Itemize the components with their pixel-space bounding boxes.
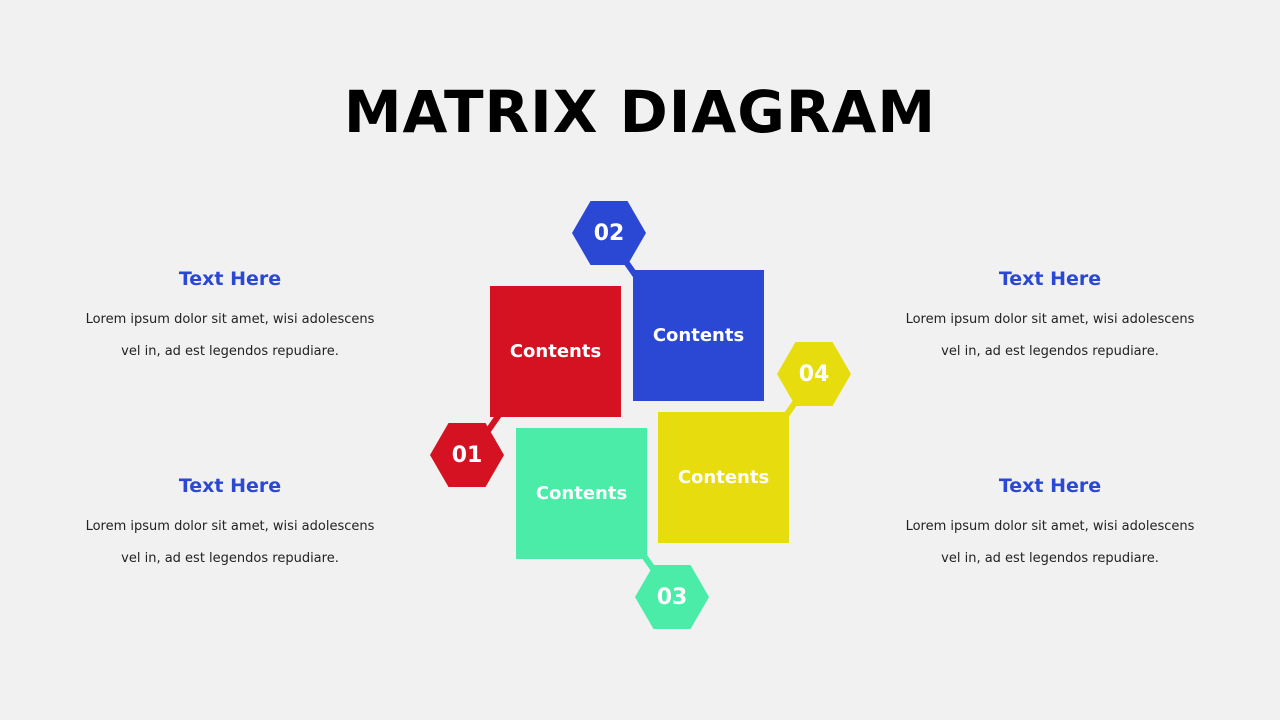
- text-block-body: Lorem ipsum dolor sit amet, wisi adolesc…: [85, 312, 375, 359]
- matrix-tile-02: Contents: [633, 270, 764, 401]
- matrix-tile-label: Contents: [509, 341, 602, 362]
- text-block-heading: Text Here: [178, 268, 282, 290]
- text-block-top-left: Text Here Lorem ipsum dolor sit amet, wi…: [80, 266, 380, 368]
- text-block-bottom-left: Text Here Lorem ipsum dolor sit amet, wi…: [80, 473, 380, 575]
- matrix-tile-01: Contents: [490, 286, 621, 417]
- text-block-body: Lorem ipsum dolor sit amet, wisi adolesc…: [905, 312, 1195, 359]
- text-block-body: Lorem ipsum dolor sit amet, wisi adolesc…: [85, 519, 375, 566]
- text-block-heading: Text Here: [998, 268, 1102, 290]
- badge-number: 03: [656, 584, 688, 610]
- matrix-tile-label: Contents: [652, 325, 745, 346]
- badge-number: 02: [593, 220, 625, 246]
- matrix-tile-03: Contents: [516, 428, 647, 559]
- badge-number: 04: [798, 361, 830, 387]
- text-block-heading: Text Here: [178, 475, 282, 497]
- text-block-body: Lorem ipsum dolor sit amet, wisi adolesc…: [905, 519, 1195, 566]
- text-block-top-right: Text Here Lorem ipsum dolor sit amet, wi…: [900, 266, 1200, 368]
- matrix-tile-label: Contents: [677, 467, 770, 488]
- hexagon-badge-02: 02: [572, 201, 646, 265]
- text-block-heading: Text Here: [998, 475, 1102, 497]
- matrix-tile-label: Contents: [535, 483, 628, 504]
- hexagon-badge-01: 01: [430, 423, 504, 487]
- page-title: MATRIX DIAGRAM: [343, 78, 937, 146]
- badge-number: 01: [451, 442, 483, 468]
- hexagon-badge-03: 03: [635, 565, 709, 629]
- text-block-bottom-right: Text Here Lorem ipsum dolor sit amet, wi…: [900, 473, 1200, 575]
- matrix-tile-04: Contents: [658, 412, 789, 543]
- hexagon-badge-04: 04: [777, 342, 851, 406]
